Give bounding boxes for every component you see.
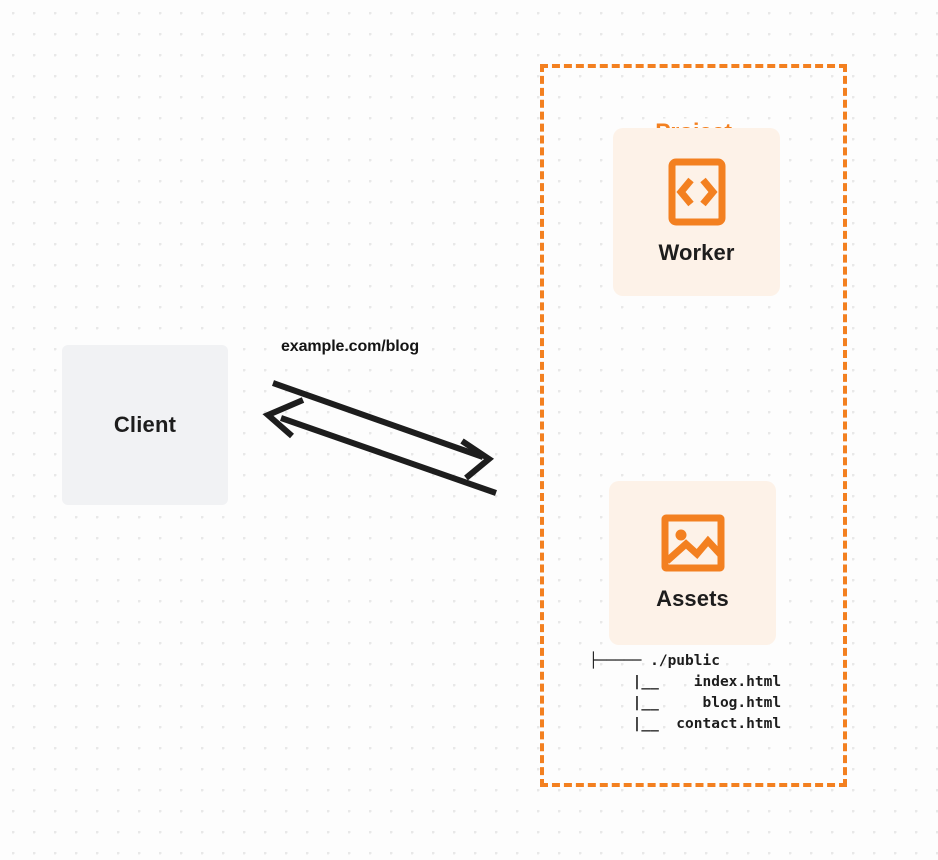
worker-card[interactable]: Worker <box>613 128 780 296</box>
request-arrow <box>272 380 495 481</box>
request-url-label: example.com/blog <box>281 338 419 355</box>
assets-card[interactable]: Assets <box>609 481 776 645</box>
assets-label: Assets <box>656 586 729 611</box>
worker-label: Worker <box>658 240 735 265</box>
client-node: Client <box>62 345 228 505</box>
code-document-icon <box>668 158 726 226</box>
assets-file-tree: ├───── ./public |__ index.html |__ blog.… <box>589 653 782 732</box>
image-icon <box>661 514 725 572</box>
response-arrow <box>262 397 497 496</box>
client-label: Client <box>113 412 177 437</box>
